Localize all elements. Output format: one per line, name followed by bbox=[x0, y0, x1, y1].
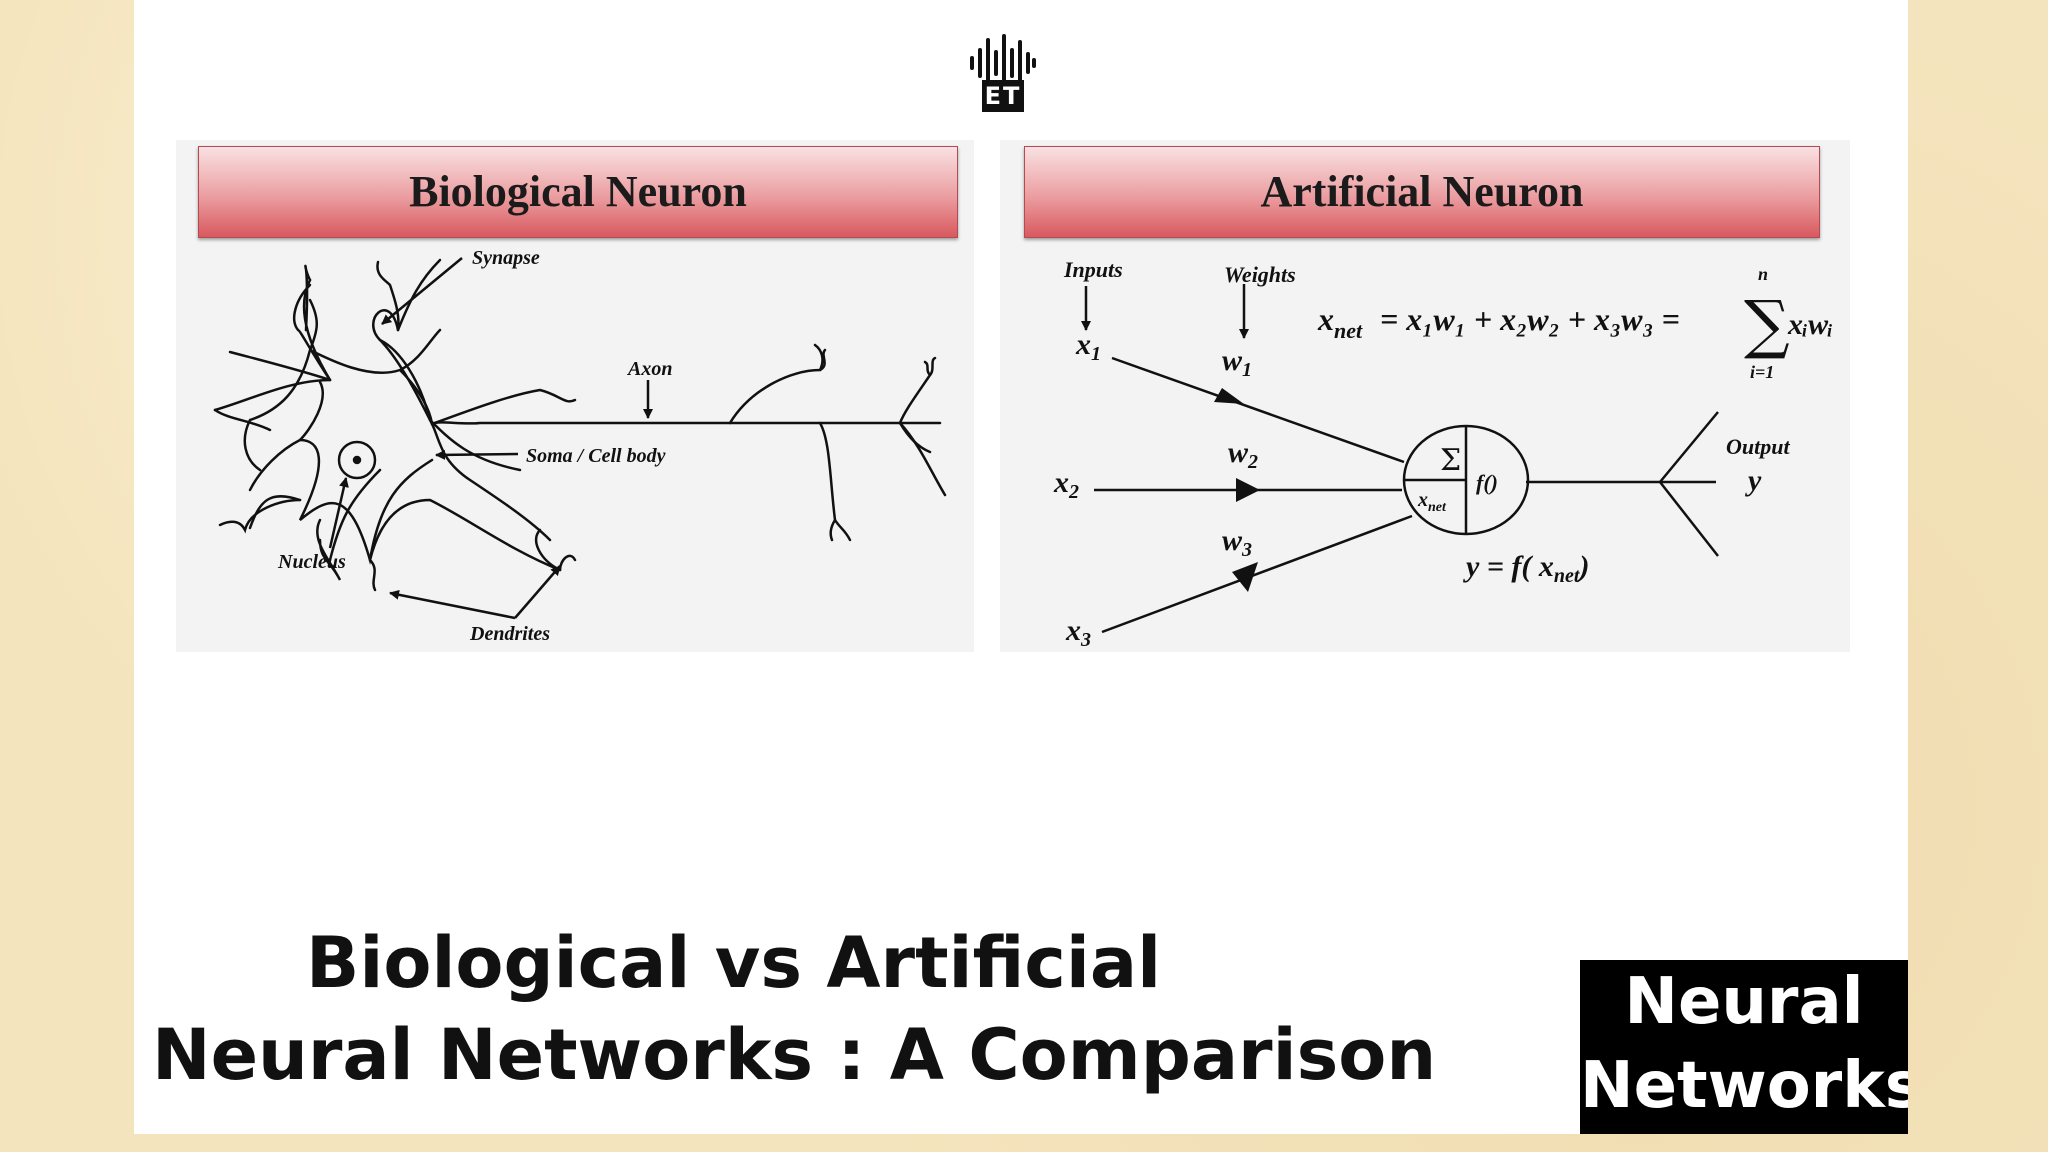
xnet-label: xnet bbox=[1417, 489, 1447, 515]
badge-line-1: Neural bbox=[1624, 965, 1864, 1039]
synapse-label: Synapse bbox=[472, 247, 540, 269]
output-formula: y = f( xnet) bbox=[1463, 550, 1589, 587]
activation-function-label: f() bbox=[1476, 470, 1498, 495]
w1-label: w1 bbox=[1222, 344, 1252, 381]
main-title-line-2: Neural Networks : A Comparison bbox=[152, 1014, 1437, 1096]
w3-label: w3 bbox=[1222, 524, 1252, 561]
sigma-symbol: Σ bbox=[1440, 443, 1461, 478]
biological-neuron-drawing bbox=[213, 258, 947, 592]
x2-label: x2 bbox=[1053, 466, 1079, 503]
soma-label: Soma / Cell body bbox=[526, 445, 666, 467]
y-label: y bbox=[1745, 464, 1762, 497]
inputs-label: Inputs bbox=[1063, 257, 1123, 282]
artificial-neuron-drawing bbox=[1081, 284, 1719, 634]
svg-text:= x₁w₁ + x₂w₂ + x₃w₃ =: = x₁w₁ + x₂w₂ + x₃w₃ = bbox=[1380, 301, 1680, 337]
sum-term: xᵢwᵢ bbox=[1787, 308, 1833, 341]
w2-label: w2 bbox=[1228, 436, 1258, 473]
badge-line-2: Networks bbox=[1580, 1049, 1908, 1123]
x3-label: x3 bbox=[1065, 614, 1091, 651]
sum-lower-limit: i=1 bbox=[1750, 362, 1774, 382]
net-input-formula: xnet = x₁w₁ + x₂w₂ + x₃w₃ = bbox=[1317, 301, 1680, 343]
sum-upper-limit: n bbox=[1758, 264, 1768, 284]
svg-text:xnet: xnet bbox=[1317, 301, 1363, 343]
biological-panel-title: Biological Neuron bbox=[198, 146, 958, 238]
dendrites-label: Dendrites bbox=[469, 623, 550, 645]
weights-label: Weights bbox=[1224, 262, 1296, 287]
nucleus-label: Nucleus bbox=[277, 551, 346, 573]
weight-markers bbox=[1214, 388, 1260, 592]
neural-networks-badge: Neural Networks bbox=[1580, 960, 1908, 1134]
summation-symbol: ∑ bbox=[1744, 288, 1790, 362]
logo-text: ET bbox=[982, 80, 1024, 112]
artificial-panel-title: Artificial Neuron bbox=[1024, 146, 1820, 238]
x1-label: x1 bbox=[1075, 328, 1101, 365]
main-title-line-1: Biological vs Artificial bbox=[306, 922, 1162, 1004]
sound-wave-logo-icon bbox=[970, 34, 1036, 92]
axon-label: Axon bbox=[626, 358, 672, 380]
output-label: Output bbox=[1726, 434, 1790, 459]
